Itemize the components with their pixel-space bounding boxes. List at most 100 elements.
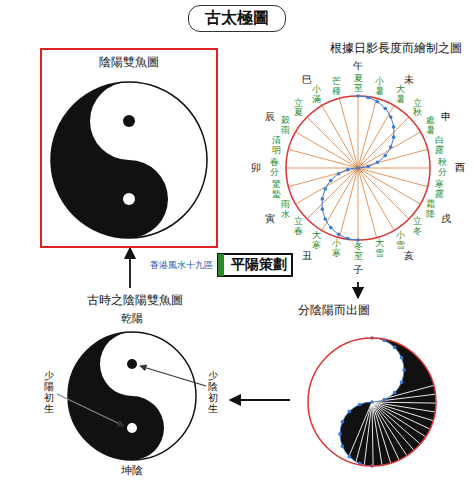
fan-line — [372, 402, 420, 444]
flow-arrow — [230, 399, 290, 401]
solar-term: 小滿 — [312, 85, 321, 105]
taiji-figure — [51, 82, 207, 238]
sun-ray — [358, 168, 377, 238]
shadow-dot — [389, 115, 393, 119]
logo-frame — [218, 254, 292, 276]
panel-heading: 分陰陽而出圖 — [290, 298, 460, 323]
solar-term: 穀雨 — [281, 116, 290, 136]
sun-ray — [339, 98, 358, 168]
fan-line — [372, 402, 407, 456]
shadow-dot — [366, 96, 370, 100]
split-figure — [308, 336, 436, 468]
shadow-dot — [346, 168, 350, 172]
shadow-dot — [323, 187, 327, 191]
solar-term: 大雪 — [375, 239, 384, 259]
shadow-dot — [323, 217, 327, 221]
shadow-dot — [383, 154, 387, 158]
solar-term: 大暑 — [396, 85, 405, 105]
figure-panel: 分陰陽而出圖 — [290, 298, 460, 478]
shadow-dot — [389, 145, 393, 149]
shadow-dot — [376, 100, 380, 104]
solar-term: 驚蟄 — [272, 180, 281, 200]
shadow-dot — [356, 166, 360, 170]
fan-line — [355, 402, 372, 464]
fan-line — [347, 402, 372, 461]
solar-term: 冬至 — [354, 242, 363, 262]
earthly-branch: 寅 — [265, 212, 275, 226]
solar-term: 小雪 — [396, 231, 405, 251]
solar-term: 寒露 — [435, 180, 444, 200]
solar-term: 夏至 — [354, 74, 363, 94]
fan-line — [372, 402, 399, 460]
shadow-dot — [337, 172, 341, 176]
shadow-dot — [382, 398, 386, 402]
fan-line — [372, 402, 433, 421]
fan-line — [372, 385, 434, 402]
shadow-dot — [376, 160, 380, 164]
shadow-dot — [383, 107, 387, 111]
shadow-dot — [321, 197, 325, 201]
solar-term: 小寒 — [332, 239, 341, 259]
framed-panel: 陰陽雙魚圖 — [40, 48, 218, 248]
pole-label: 乾陽 — [121, 311, 143, 326]
shadow-dot — [329, 226, 333, 230]
solar-term: 立冬 — [413, 218, 422, 238]
fan-line — [372, 402, 391, 463]
shadow-dot — [400, 356, 404, 360]
shadow-dot — [393, 391, 397, 395]
solar-term: 立春 — [294, 218, 303, 238]
shadow-dot — [393, 346, 397, 350]
earthly-branch: 辰 — [265, 110, 275, 124]
shadow-dot — [348, 410, 352, 414]
shadow-dot — [346, 237, 350, 241]
shadow-dot — [341, 444, 345, 448]
solar-term: 秋分 — [438, 158, 447, 178]
solar-term: 立秋 — [413, 99, 422, 119]
shadow-dot — [321, 207, 325, 211]
shadow-dot — [337, 232, 341, 236]
pole-label: 坤陰 — [121, 463, 143, 478]
solar-term: 雨水 — [281, 200, 290, 220]
earthly-branch: 子 — [353, 263, 363, 277]
earthly-branch: 亥 — [404, 249, 414, 263]
panel-heading: 根據日影長度而繪制之圖 — [255, 36, 470, 61]
watermark: 香港風水十九區 — [150, 259, 213, 272]
sun-ray — [358, 168, 394, 230]
earthly-branch: 未 — [404, 73, 414, 87]
sun-ray — [358, 168, 359, 240]
earthly-branch: 申 — [441, 110, 451, 124]
earthly-branch: 卯 — [251, 161, 261, 175]
shadow-figure — [286, 94, 430, 242]
flow-arrow — [129, 248, 131, 288]
solar-term: 芒種 — [332, 77, 341, 97]
solar-term: 清明 — [272, 136, 281, 156]
panel-heading: 陰陽雙魚圖 — [42, 50, 216, 75]
solar-term: 處暑 — [426, 116, 435, 136]
fan-line — [372, 402, 382, 465]
sun-ray — [358, 149, 428, 168]
shadow-dot — [402, 368, 406, 372]
earthly-branch: 巳 — [302, 73, 312, 87]
solar-term: 小暑 — [375, 77, 384, 97]
fan-line — [372, 402, 436, 403]
callout-text: 少陰初生 — [208, 370, 218, 414]
sun-ray — [358, 98, 377, 168]
shadow-dot — [356, 94, 360, 98]
callout-text: 少陽初生 — [44, 370, 54, 414]
shadow-dot — [366, 165, 370, 169]
logo-stripe — [218, 254, 224, 276]
solar-term: 白露 — [435, 136, 444, 156]
earthly-branch: 酉 — [455, 161, 465, 175]
flow-arrow — [357, 282, 359, 298]
fan-line — [372, 402, 373, 466]
title: 古太極圖 — [188, 5, 286, 32]
shadow-dot — [338, 432, 342, 436]
solar-term: 霜降 — [426, 200, 435, 220]
sun-ray — [288, 168, 358, 187]
shadow-dot — [400, 380, 404, 384]
sun-ray — [358, 96, 359, 168]
earthly-branch: 丑 — [302, 249, 312, 263]
sun-ray — [339, 168, 358, 238]
solar-term: 大寒 — [312, 231, 321, 251]
shadow-dot — [370, 400, 374, 404]
